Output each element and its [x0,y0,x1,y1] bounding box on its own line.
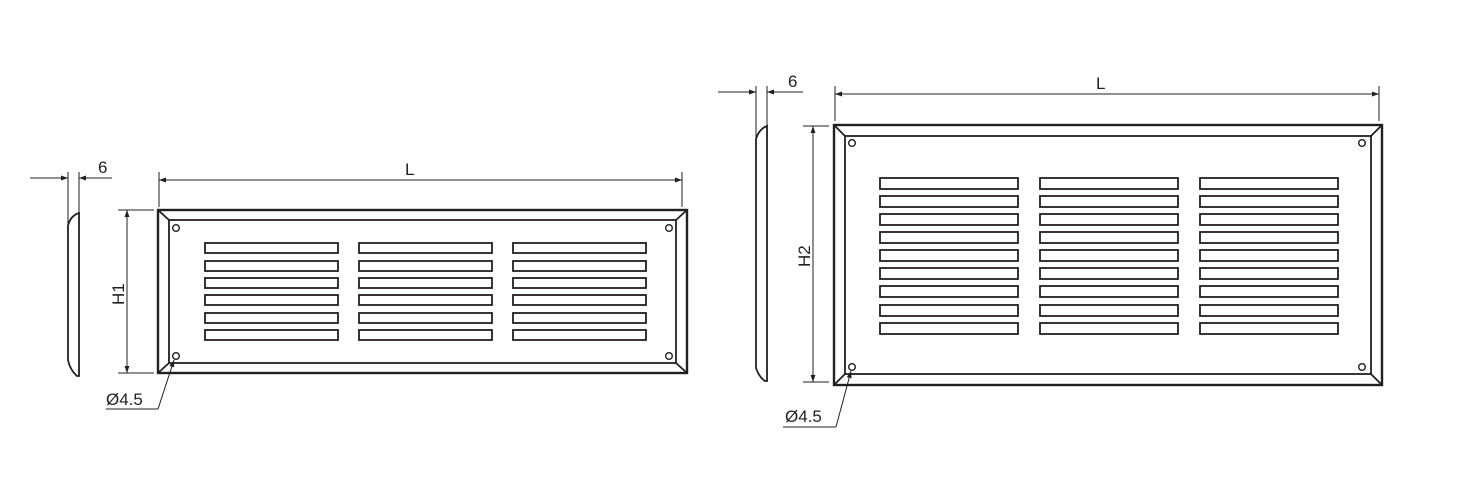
hole-callout: Ø4.5 [106,359,175,410]
large-grille-drawing: 6 L H2 [718,72,1384,428]
side-profile [755,86,768,382]
length-dimension: L [834,74,1380,121]
screw-hole [665,223,674,232]
hole-diameter-label: Ø4.5 [106,390,143,409]
screw-hole [848,363,857,372]
thickness-label: 6 [788,72,797,91]
length-dimension: L [158,160,683,207]
screw-hole [171,223,180,232]
height-label: H2 [795,245,814,267]
screw-hole [1357,138,1366,147]
screw-hole [848,138,857,147]
grille-face [156,208,689,375]
small-grille-drawing: 6 L H1 [30,158,689,410]
grille-face [832,123,1384,387]
hole-diameter-label: Ø4.5 [785,407,822,426]
screw-hole [171,352,180,361]
height-dimension: H2 [795,125,829,383]
side-profile [67,172,80,377]
thickness-dimension: 6 [30,158,112,181]
thickness-label: 6 [98,158,107,177]
length-label: L [405,160,414,179]
height-label: H1 [109,283,128,305]
screw-hole [665,352,674,361]
slats [204,242,647,341]
thickness-dimension: 6 [718,72,803,95]
hole-callout: Ø4.5 [783,370,852,428]
slats [879,177,1339,335]
height-dimension: H1 [109,209,154,374]
screw-hole [1357,363,1366,372]
length-label: L [1096,74,1105,93]
